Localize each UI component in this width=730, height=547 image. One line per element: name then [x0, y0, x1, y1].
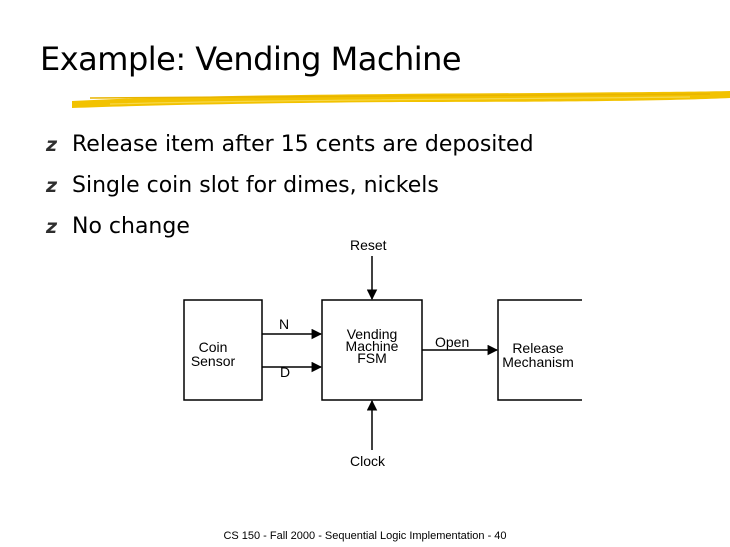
release-label-line: Mechanism — [502, 354, 574, 370]
clock-label: Clock — [350, 453, 386, 469]
bullet-item: z Release item after 15 cents are deposit… — [46, 130, 534, 160]
open-label: Open — [435, 334, 470, 350]
reset-label: Reset — [350, 237, 387, 253]
coin-sensor-label-line: Sensor — [190, 353, 236, 369]
title-underline — [72, 91, 730, 108]
fsm-label-line: Machine — [345, 338, 399, 354]
bullet-item: z Single coin slot for dimes, nickels — [46, 171, 439, 201]
n-label: N — [279, 316, 290, 332]
slide-title: Example: Vending Machine — [40, 40, 462, 78]
coin-sensor-label-line: Coin — [198, 339, 228, 355]
bullet-marker-icon: z — [46, 216, 58, 238]
slide-footer: CS 150 - Fall 2000 - Sequential Logic Im… — [0, 530, 730, 542]
fsm-label-line: FSM — [357, 350, 387, 366]
bullet-marker-icon: z — [46, 134, 58, 156]
bullet-text: No change — [72, 214, 190, 239]
coin-sensor-box — [183, 299, 263, 401]
release-label-line: Release — [512, 340, 564, 356]
footer-text: CS 150 - Fall 2000 - Sequential Logic Im… — [223, 530, 507, 542]
bullet-text: Single coin slot for dimes, nickels — [72, 173, 439, 198]
fsm-label-line: Vending — [346, 326, 398, 342]
bullet-marker-icon: z — [46, 175, 58, 197]
d-label: D — [280, 364, 291, 380]
bullet-text: Release item after 15 cents are deposite… — [72, 132, 534, 157]
coin-sensor-label: Coin Sensor — [188, 340, 238, 368]
release-label: Release Mechanism — [496, 341, 580, 369]
fsm-label: Vending Machine FSM — [330, 326, 414, 366]
bullet-item: z No change — [46, 212, 190, 242]
